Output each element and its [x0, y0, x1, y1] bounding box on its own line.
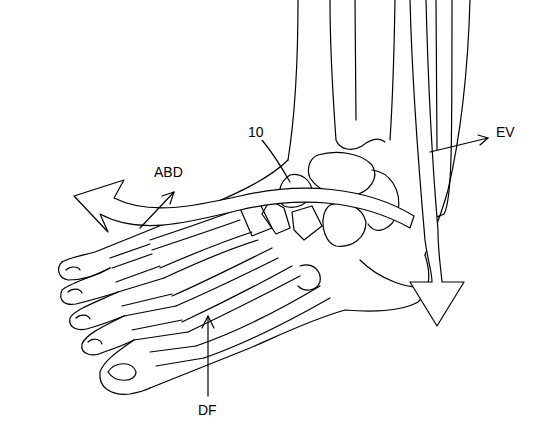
- leg-outline: [288, 0, 298, 160]
- phalanx: [122, 294, 176, 316]
- leader-line: [262, 140, 290, 182]
- arrowhead: [202, 316, 214, 328]
- cuneiform: [292, 206, 322, 240]
- metatarsal: [182, 266, 292, 322]
- motion-label: DF: [196, 402, 219, 418]
- toenail: [88, 339, 102, 344]
- metatarsal-base: [298, 265, 320, 290]
- metatarsal: [196, 286, 320, 346]
- metatarsal: [164, 240, 258, 278]
- eversion-arrow: [410, 0, 464, 326]
- phalanx: [132, 320, 188, 340]
- motion-label: ABD: [152, 164, 185, 180]
- df-direction-arrow: [207, 316, 208, 396]
- toenail: [76, 315, 90, 319]
- metatarsal: [172, 248, 272, 296]
- cuboid: [323, 203, 366, 246]
- ev-direction-arrow: [430, 138, 488, 152]
- phalanx: [150, 346, 204, 366]
- tibia: [330, 0, 385, 149]
- callout-number: 10: [246, 124, 266, 140]
- toenail: [66, 267, 80, 270]
- big-toe: [100, 340, 150, 394]
- toenail: [108, 364, 136, 381]
- metatarsal: [204, 298, 330, 358]
- motion-label: EV: [494, 124, 517, 140]
- toe: [70, 292, 124, 330]
- fibula: [436, 0, 437, 150]
- foot-outline: [150, 255, 429, 388]
- arrowhead: [162, 192, 174, 204]
- tibia: [390, 0, 395, 140]
- abduction-arrow: [74, 180, 414, 232]
- metatarsal: [160, 232, 252, 268]
- phalanx: [116, 266, 164, 292]
- toenail: [68, 289, 82, 293]
- toe: [82, 316, 134, 355]
- phalanx: [110, 244, 152, 268]
- arrowhead: [478, 135, 488, 145]
- abd-direction-arrow: [140, 192, 174, 228]
- toe: [61, 268, 118, 304]
- tibia: [355, 0, 356, 120]
